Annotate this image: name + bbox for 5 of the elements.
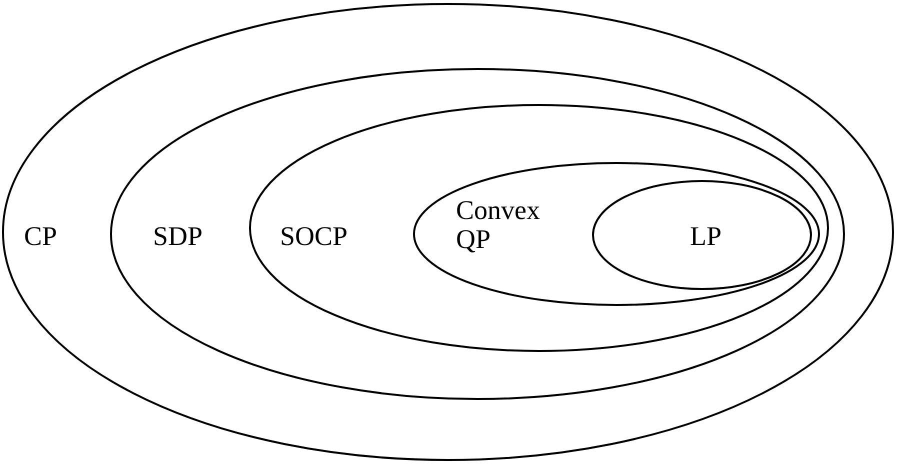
- set-label: Convex QP: [456, 196, 541, 254]
- set-label: CP: [24, 222, 58, 251]
- set-label: SOCP: [280, 222, 349, 251]
- set-label: LP: [690, 222, 723, 251]
- set-label: SDP: [153, 222, 204, 251]
